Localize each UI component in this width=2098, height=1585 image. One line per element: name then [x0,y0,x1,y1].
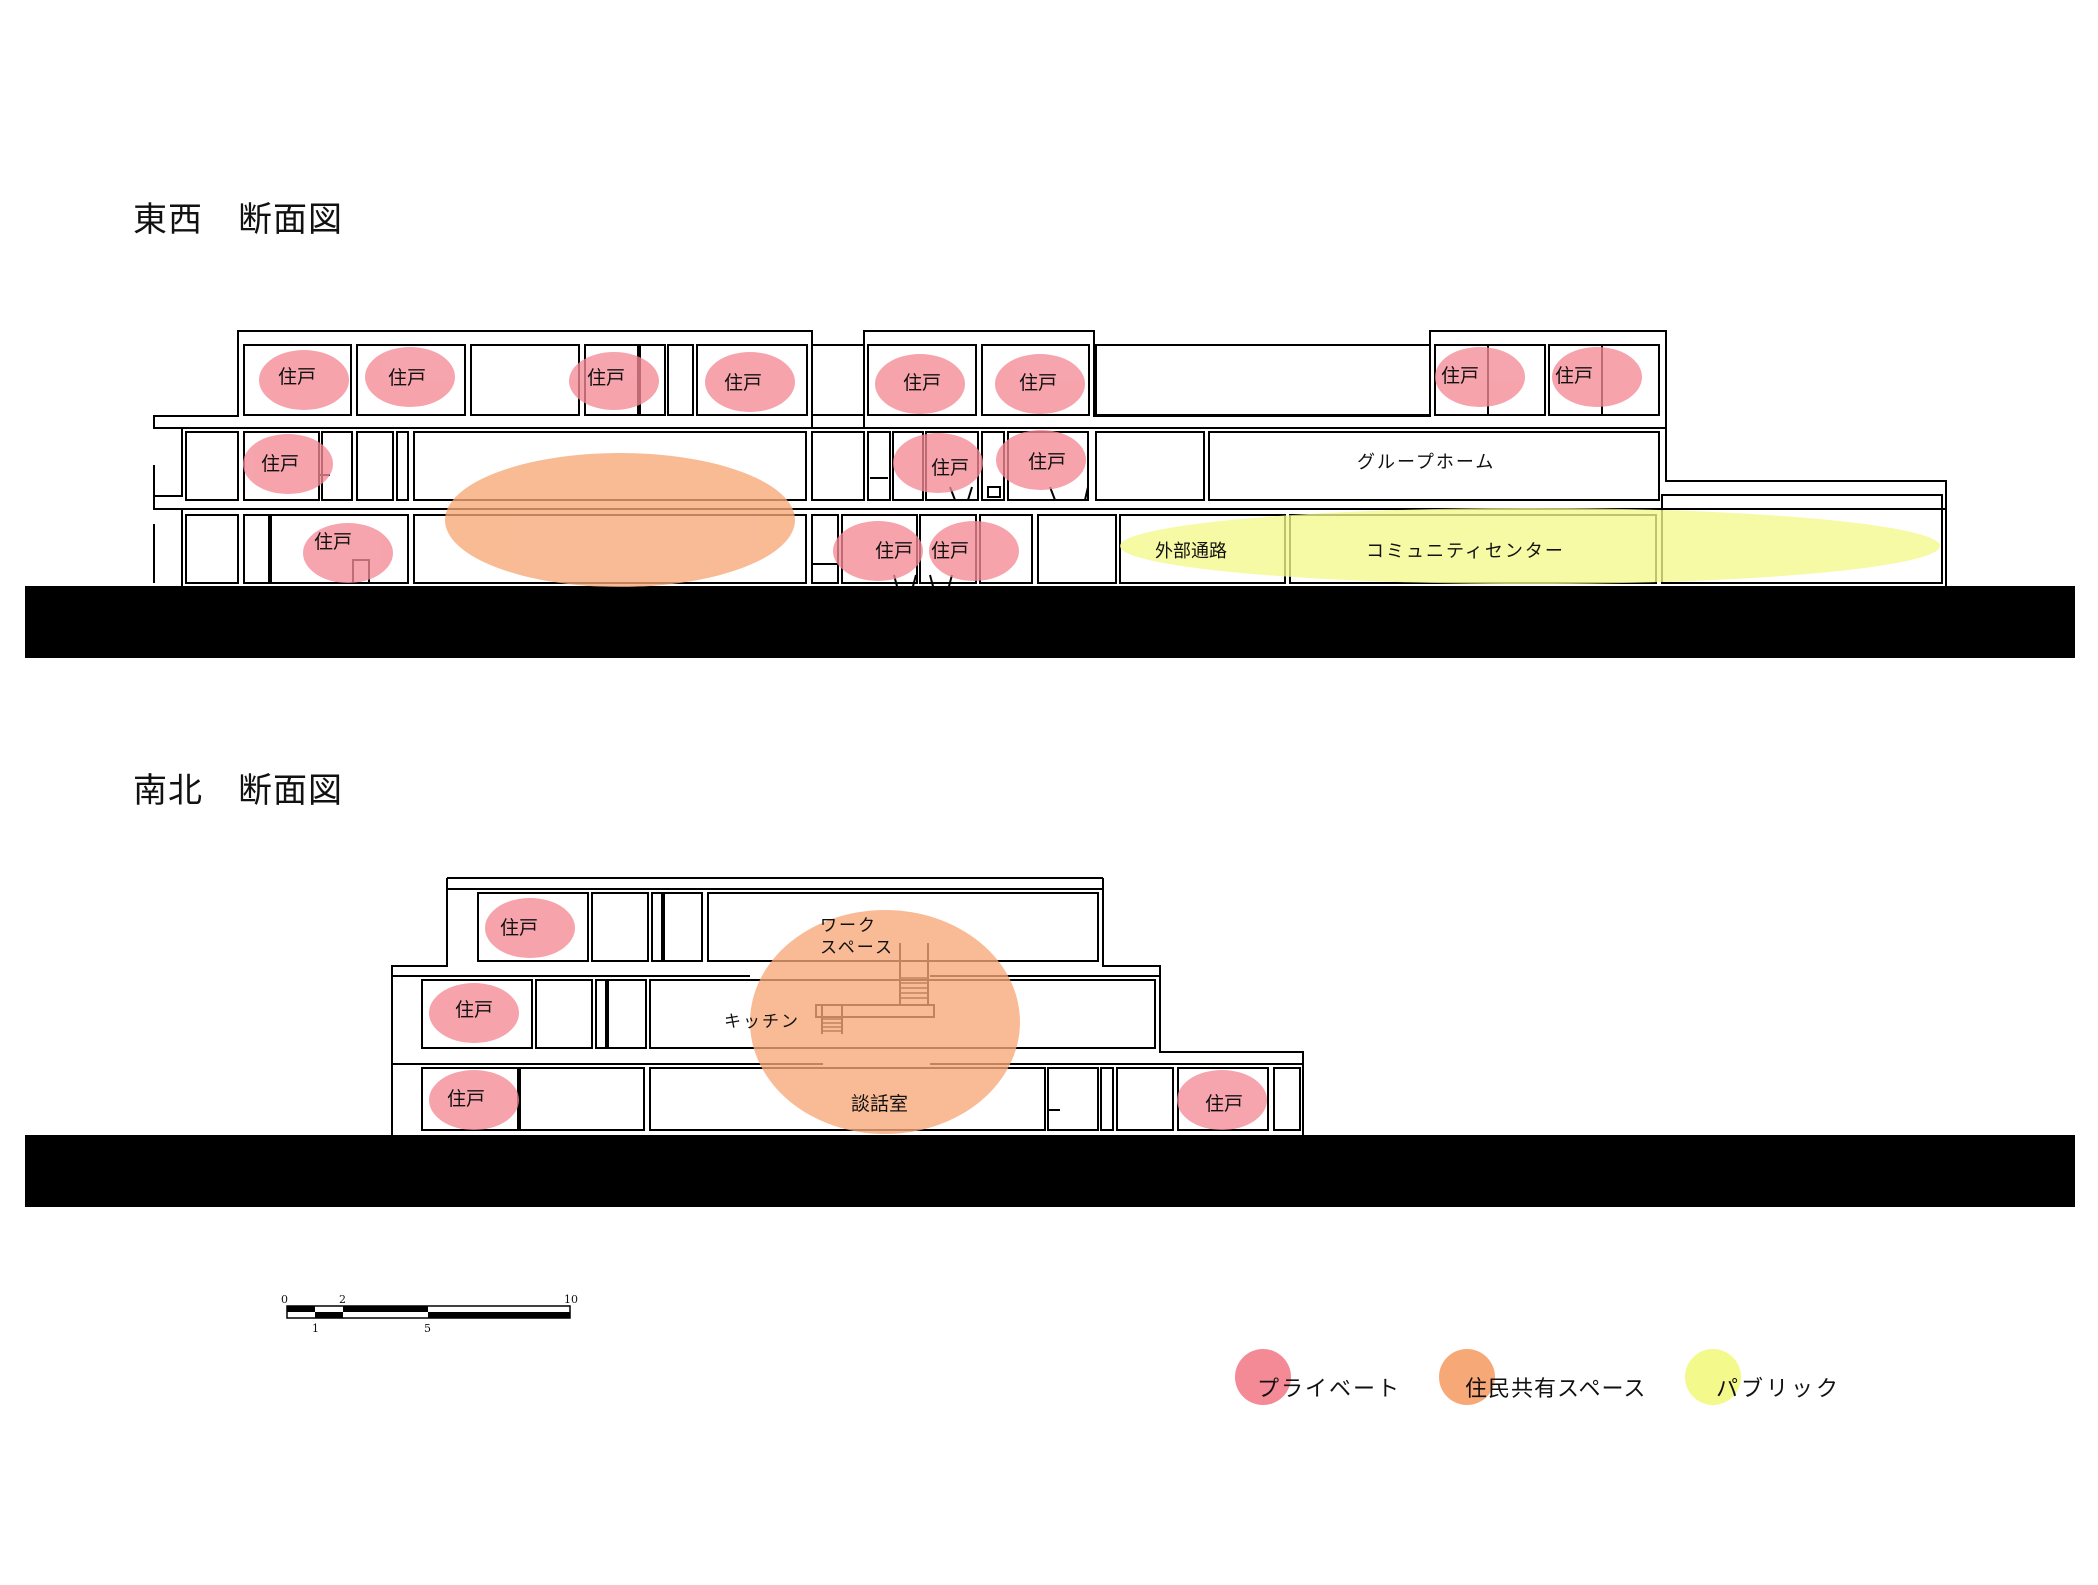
unit-label: 住戸 [1028,451,1066,473]
kitchen-label: キッチン [724,1012,800,1032]
zones [429,898,1267,1134]
workspace-label-line2: スペース [820,938,894,958]
unit-label: 住戸 [455,999,493,1021]
private-zones [429,898,1267,1130]
scale-tick-10: 10 [564,1293,578,1306]
legend-label-public: パブリック [1716,1377,1841,1402]
unit-label: 住戸 [903,372,941,394]
private-zones [243,347,1642,583]
lounge-label: 談話室 [851,1093,908,1115]
ground-slab [25,1135,2075,1207]
zones [243,347,1940,587]
unit-label: 住戸 [1205,1093,1243,1115]
legend-label-shared: 住民共有スペース [1465,1377,1646,1402]
unit-label: 住戸 [931,540,969,562]
shared-zone [750,910,1020,1134]
scale-tick-2: 2 [339,1293,346,1306]
scale-bar: 0 2 10 1 5 [281,1293,578,1335]
east-west-section: 住戸 住戸 住戸 住戸 住戸 住戸 住戸 住戸 住戸 住戸 住戸 住戸 住戸 住… [25,330,2075,658]
scale-tick-0: 0 [281,1293,288,1306]
unit-label: 住戸 [1555,365,1593,387]
group-home-label: グループホーム [1357,452,1495,473]
unit-label: 住戸 [1019,372,1057,394]
unit-label: 住戸 [587,367,625,389]
unit-label: 住戸 [724,372,762,394]
unit-labels-ns: 住戸 住戸 住戸 住戸 [447,917,1243,1115]
north-south-section-title: 南北 断面図 [133,771,343,811]
outer-passage-label: 外部通路 [1155,541,1227,562]
unit-label: 住戸 [447,1088,485,1110]
shared-zone [445,453,795,587]
public-zone [1120,508,1940,584]
ground-slab [25,586,2075,658]
unit-label: 住戸 [500,917,538,939]
unit-label: 住戸 [875,540,913,562]
unit-label: 住戸 [931,457,969,479]
scale-tick-1: 1 [312,1322,319,1335]
unit-label: 住戸 [388,367,426,389]
east-west-section-title: 東西 断面図 [133,200,343,240]
community-center-label: コミュニティセンター [1366,541,1565,562]
legend-swatch-private [1235,1349,1291,1405]
unit-label: 住戸 [314,531,352,553]
north-south-section: 住戸 住戸 住戸 住戸 ワーク スペース キッチン 談話室 [25,877,2075,1207]
unit-label: 住戸 [278,366,316,388]
legend: プライベート 住民共有スペース パブリック [1235,1349,1841,1405]
scale-tick-5: 5 [424,1322,431,1335]
unit-label: 住戸 [261,453,299,475]
rooms-top-floor [243,344,1660,416]
workspace-label-line1: ワーク [820,916,877,936]
legend-swatch-shared [1439,1349,1495,1405]
legend-swatch-public [1685,1349,1741,1405]
unit-labels-ew: 住戸 住戸 住戸 住戸 住戸 住戸 住戸 住戸 住戸 住戸 住戸 住戸 住戸 住… [261,365,1593,562]
legend-label-private: プライベート [1257,1377,1401,1402]
unit-label: 住戸 [1441,365,1479,387]
